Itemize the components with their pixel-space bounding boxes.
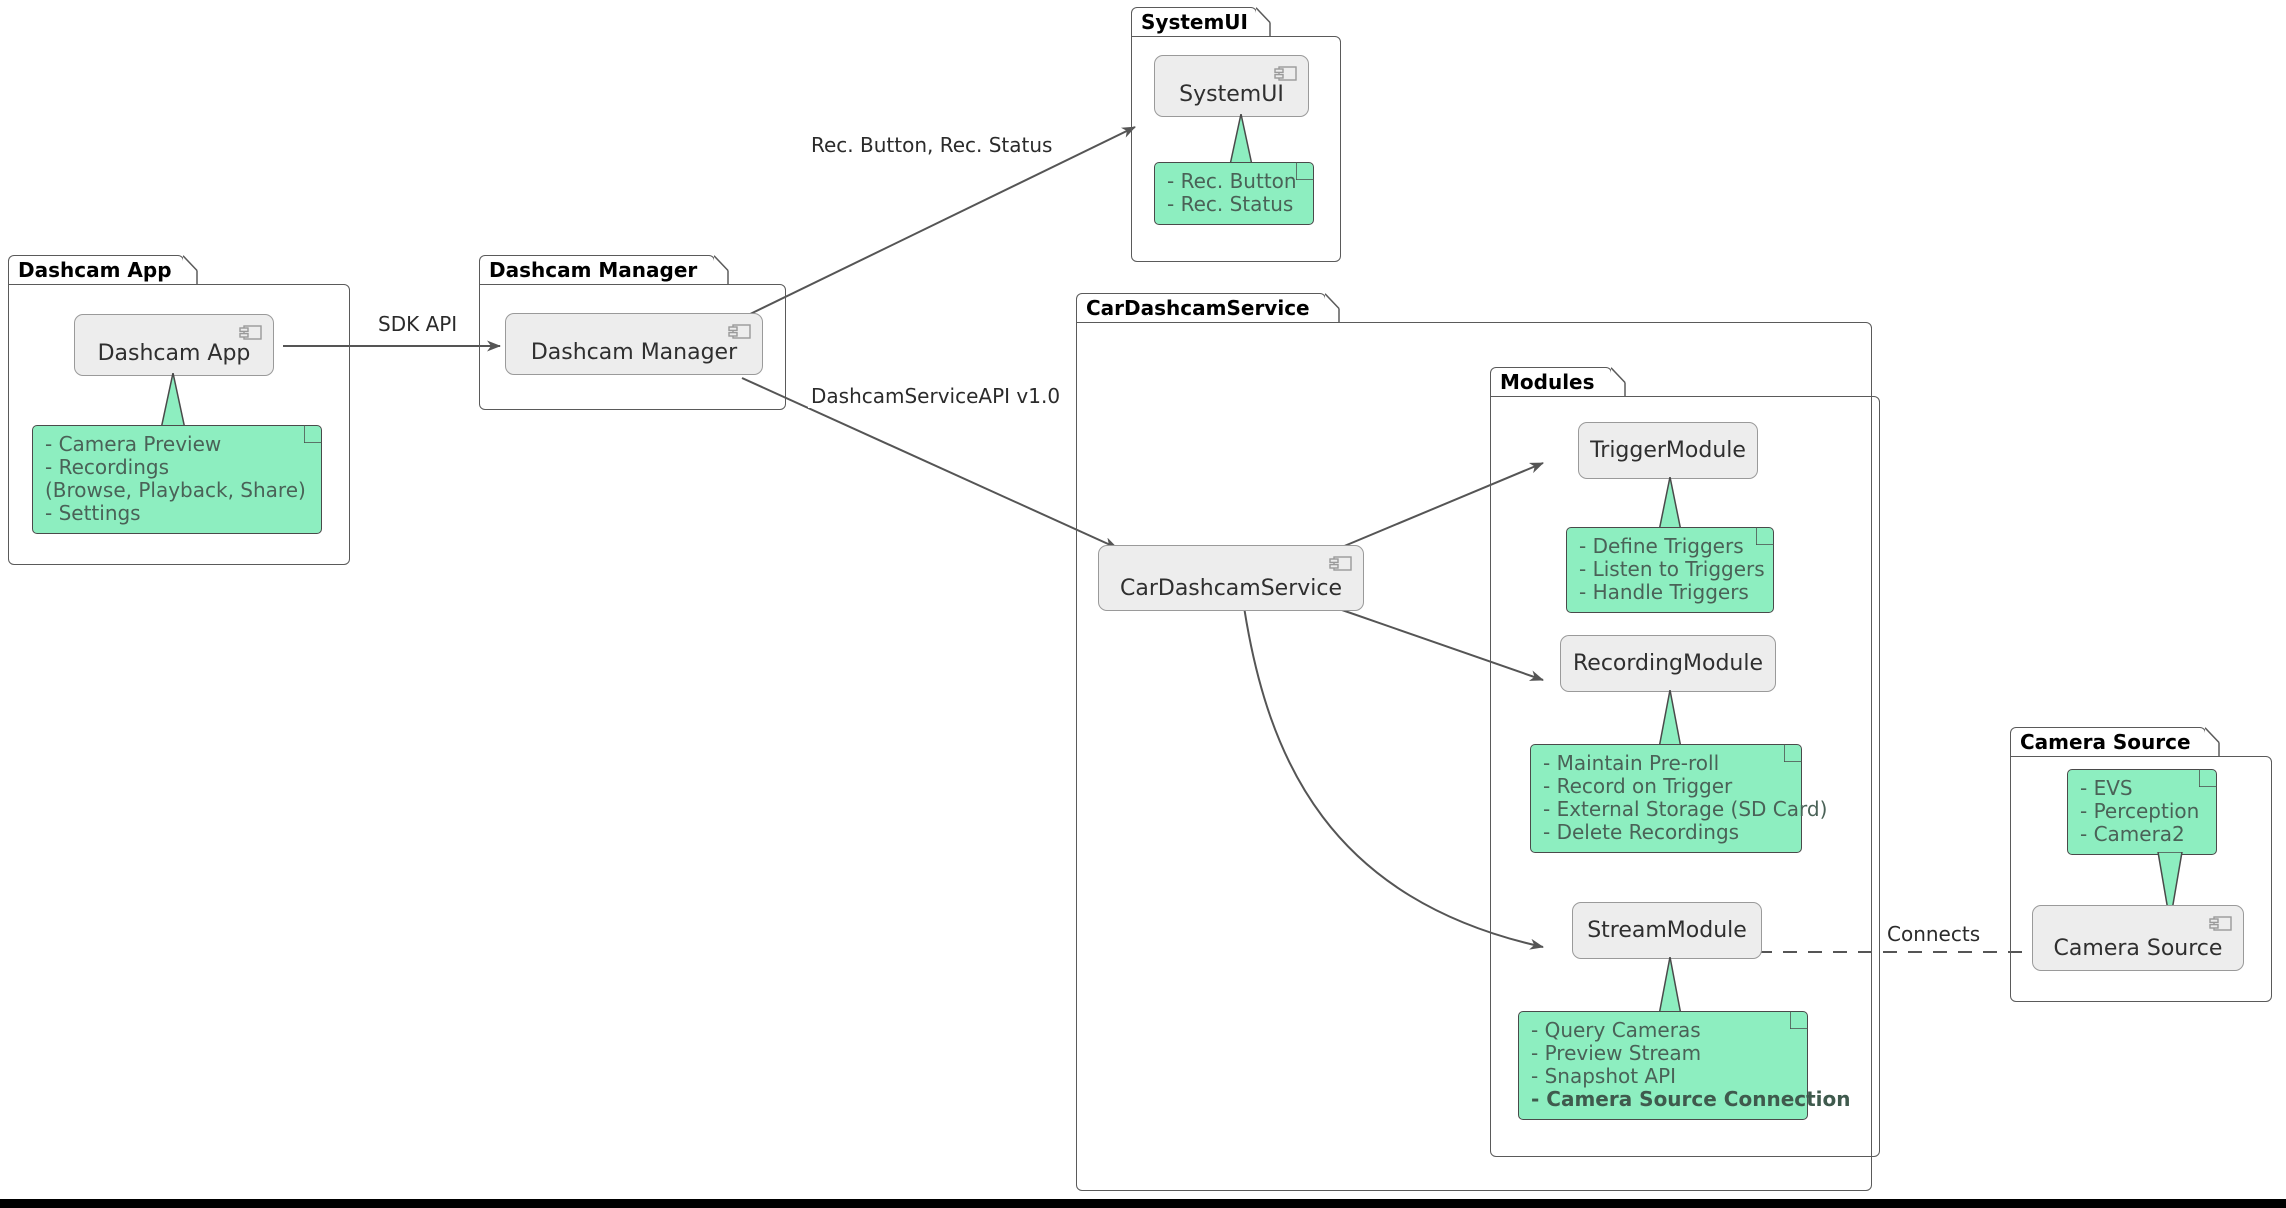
component-label: StreamModule: [1587, 918, 1747, 943]
note-line: - EVS: [2080, 776, 2133, 800]
component-icon: [2209, 916, 2232, 931]
note-line: - Query Cameras: [1531, 1018, 1701, 1042]
note-anchor-dashcam-app: [160, 373, 186, 430]
package-modules: Modules TriggerModule - Define Triggers …: [1490, 367, 1880, 1157]
package-body: [2010, 756, 2272, 1002]
component-cardashcamservice[interactable]: CarDashcamService: [1098, 545, 1364, 611]
note-line: - Camera Source Connection: [1531, 1087, 1851, 1111]
package-tab-corner: [1325, 293, 1340, 323]
note-anchor-camera-source: [2157, 852, 2183, 923]
note-line: - Listen to Triggers: [1579, 557, 1765, 581]
note-line: - Rec. Status: [1167, 192, 1294, 216]
note-line: - Rec. Button: [1167, 169, 1297, 193]
note-camera-source: - EVS - Perception - Camera2: [2067, 769, 2217, 855]
component-icon: [239, 325, 262, 340]
note-line: - Recordings: [45, 455, 170, 479]
note-line: (Browse, Playback, Share): [45, 478, 306, 502]
package-dashcam-manager: Dashcam Manager Dashcam Manager: [479, 255, 786, 410]
package-tab: [479, 255, 715, 285]
package-body: [1490, 396, 1880, 1157]
note-line: - Camera Preview: [45, 432, 222, 456]
note-line: - Record on Trigger: [1543, 774, 1733, 798]
component-icon: [1329, 556, 1352, 571]
note-line: - Camera2: [2080, 822, 2185, 846]
component-icon: [728, 324, 751, 339]
component-dashcam-app[interactable]: Dashcam App: [74, 314, 274, 376]
component-label: TriggerModule: [1590, 438, 1746, 463]
package-title: CarDashcamService: [1086, 296, 1310, 320]
note-line: - Define Triggers: [1579, 534, 1744, 558]
package-title: Modules: [1500, 370, 1595, 394]
component-camera-source[interactable]: Camera Source: [2032, 905, 2244, 971]
component-trigger-module[interactable]: TriggerModule: [1578, 422, 1758, 479]
package-tab: [2010, 727, 2206, 757]
note-line: - Preview Stream: [1531, 1041, 1702, 1065]
note-fold-corner: [1790, 1011, 1808, 1029]
note-line: - Maintain Pre-roll: [1543, 751, 1720, 775]
note-systemui: - Rec. Button - Rec. Status: [1154, 162, 1314, 225]
component-label: Dashcam App: [97, 341, 251, 366]
edge-label-dashcamserviceapi: DashcamServiceAPI v1.0: [808, 384, 1064, 408]
note-fold-corner: [1296, 162, 1314, 180]
component-systemui[interactable]: SystemUI: [1154, 55, 1309, 117]
package-cardashcamservice: CarDashcamService CarDashcamService Modu…: [1076, 293, 1880, 1191]
package-title: Camera Source: [2020, 730, 2191, 754]
edge-label-rec-button-status: Rec. Button, Rec. Status: [808, 133, 1056, 157]
package-tab-corner: [714, 255, 729, 285]
package-title: SystemUI: [1141, 10, 1248, 34]
package-body: [479, 284, 786, 410]
note-fold-corner: [304, 425, 322, 443]
note-line: - Delete Recordings: [1543, 820, 1740, 844]
package-tab-corner: [183, 255, 198, 285]
note-anchor-stream-module: [1658, 957, 1682, 1016]
package-body: [1076, 322, 1872, 1191]
component-label: Dashcam Manager: [530, 340, 738, 365]
component-recording-module[interactable]: RecordingModule: [1560, 635, 1776, 692]
note-line: - External Storage (SD Card): [1543, 797, 1828, 821]
note-line: - Perception: [2080, 799, 2200, 823]
package-tab: [8, 255, 184, 285]
component-label: RecordingModule: [1572, 651, 1764, 676]
package-tab: [1490, 367, 1612, 397]
note-line: - Snapshot API: [1531, 1064, 1677, 1088]
package-body: [1131, 36, 1341, 262]
package-camera-source: Camera Source - EVS - Perception - Camer…: [2010, 727, 2272, 1002]
component-label: Camera Source: [2053, 936, 2223, 961]
note-trigger-module: - Define Triggers - Listen to Triggers -…: [1566, 527, 1774, 613]
package-tab-corner: [1256, 7, 1271, 37]
note-anchor-systemui: [1229, 114, 1253, 166]
note-dashcam-app: - Camera Preview - Recordings (Browse, P…: [32, 425, 322, 534]
component-stream-module[interactable]: StreamModule: [1572, 902, 1762, 959]
package-tab-corner: [2205, 727, 2220, 757]
package-dashcam-app: Dashcam App Dashcam App - Camera Preview…: [8, 255, 350, 565]
package-tab: [1131, 7, 1257, 37]
note-recording-module: - Maintain Pre-roll - Record on Trigger …: [1530, 744, 1828, 853]
note-line: - Handle Triggers: [1579, 580, 1749, 604]
edge-label-sdk-api: SDK API: [375, 312, 461, 336]
package-systemui: SystemUI SystemUI - Rec. Button - Rec. S…: [1131, 7, 1341, 262]
bottom-bar: [0, 1199, 2286, 1208]
note-line: - Settings: [45, 501, 141, 525]
edge-label-connects: Connects: [1884, 922, 1984, 946]
component-label: SystemUI: [1179, 82, 1284, 107]
component-icon: [1274, 66, 1297, 81]
note-fold-corner: [1756, 527, 1774, 545]
note-anchor-recording-module: [1658, 690, 1682, 749]
package-title: Dashcam Manager: [489, 258, 698, 282]
component-label: CarDashcamService: [1119, 576, 1343, 601]
note-fold-corner: [1784, 744, 1802, 762]
package-tab: [1076, 293, 1326, 323]
package-title: Dashcam App: [18, 258, 172, 282]
package-body: [8, 284, 350, 565]
note-stream-module: - Query Cameras - Preview Stream - Snaps…: [1518, 1011, 1851, 1120]
package-tab-corner: [1611, 367, 1626, 397]
note-fold-corner: [2199, 769, 2217, 787]
component-dashcam-manager[interactable]: Dashcam Manager: [505, 313, 763, 375]
